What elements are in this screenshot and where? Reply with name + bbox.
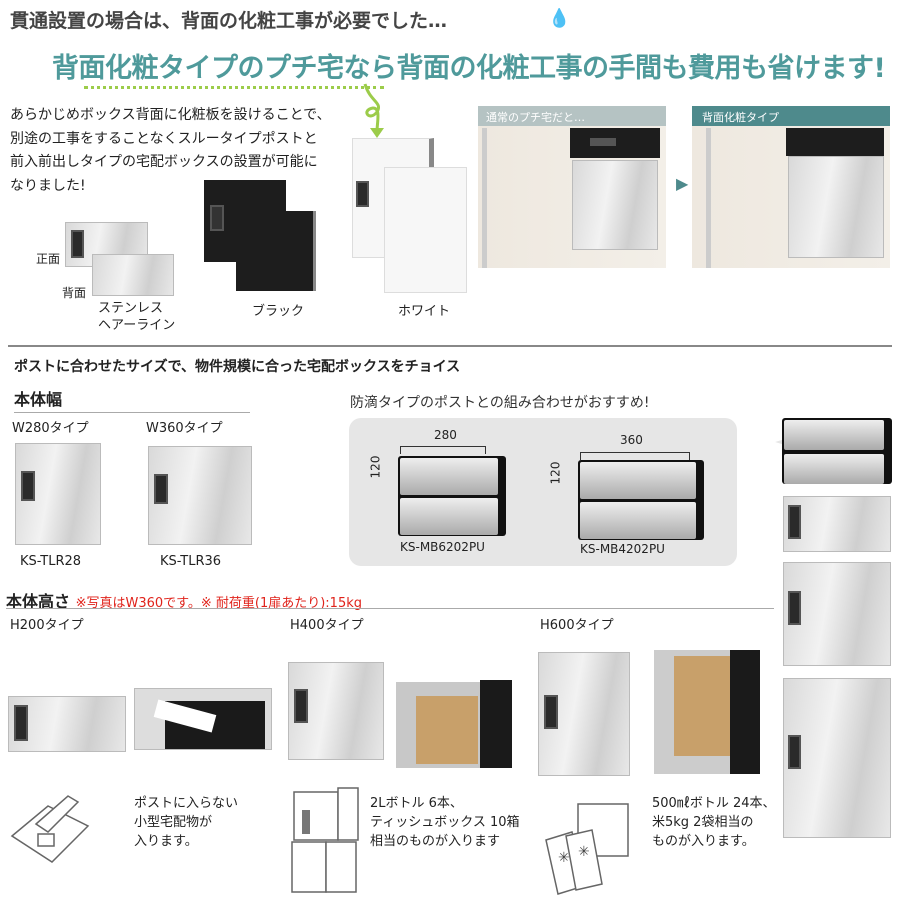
height-heading: 本体高さ ※写真はW360です。※ 耐荷重(1扉あたり):15kg [6, 588, 362, 612]
post-280-model: KS-MB6202PU [400, 540, 485, 554]
photo-h200-open [134, 688, 272, 750]
finish-label-white: ホワイト [398, 304, 451, 319]
box-h600 [538, 652, 630, 776]
height-type-h200: H200タイプ [10, 618, 84, 633]
comparison-back-type-photo: 背面化粧タイプ [692, 106, 890, 268]
stack-post [782, 418, 892, 485]
post-360-height: 120 [548, 461, 563, 485]
stack-box-h400 [783, 562, 891, 666]
wavy-underline [84, 84, 384, 89]
stack-box-h200 [783, 496, 891, 552]
stack-box-h600 [783, 678, 891, 838]
box-h400 [288, 662, 384, 760]
bottles-rice-bags-icon: ✳✳ [545, 803, 629, 895]
model-w280: KS-TLR28 [20, 554, 82, 569]
photo-h400-open [392, 658, 520, 770]
post-kS-mb6202pu [398, 456, 506, 536]
svg-text:✳: ✳ [578, 844, 590, 860]
width-type-280: W280タイプ [12, 421, 89, 436]
post-ks-mb4202pu [578, 460, 704, 540]
back-type-label: 背面化粧タイプ [692, 106, 890, 126]
photo-h600-open [650, 630, 760, 780]
post-280-width: 280 [434, 428, 457, 442]
capacity-h600: 500㎖ボトル 24本、米5kg 2袋相当のものが入ります。 [652, 796, 776, 849]
intro-text: 貫通設置の場合は、背面の化粧工事が必要でした… [10, 10, 448, 32]
section-title: ポストに合わせたサイズで、物件規模に合った宅配ボックスをチョイス [14, 359, 461, 375]
capacity-h400: 2Lボトル 6本、ティッシュボックス 10箱相当のものが入ります [370, 796, 520, 849]
height-heading-text: 本体高さ [6, 592, 71, 611]
box-w360 [148, 446, 252, 545]
height-divider [6, 608, 774, 609]
finish-label-black: ブラック [252, 304, 305, 319]
box-h200 [8, 696, 126, 752]
box-w280 [15, 443, 101, 545]
finish-label-stainless: ステンレスヘアーライン [98, 301, 176, 333]
headline: 背面化粧タイプのプチ宅なら背面の化粧工事の手間も費用も省けます! [52, 53, 886, 84]
comparison-normal-photo: 通常のプチ宅だと… [478, 106, 666, 268]
bottles-tissue-box-icon [291, 787, 359, 893]
front-label: 正面 [36, 252, 61, 266]
width-heading: 本体幅 [14, 390, 63, 409]
description-line: あらかじめボックス背面に化粧板を設けることで、 [10, 107, 331, 123]
width-type-360: W360タイプ [146, 421, 223, 436]
stainless-box-back [92, 254, 174, 296]
divider [8, 345, 892, 347]
description-line: 別途の工事をすることなくスルータイプポストと [10, 130, 318, 147]
description-line: 前入前出しタイプの宅配ボックスの設置が可能に [10, 154, 318, 170]
white-box-back [384, 167, 467, 293]
post-360-width: 360 [620, 433, 643, 447]
normal-label: 通常のプチ宅だと… [478, 106, 666, 126]
height-note: ※写真はW360です。※ 耐荷重(1扉あたり):15kg [75, 596, 362, 611]
small-parcel-icon [10, 795, 90, 863]
height-type-h600: H600タイプ [540, 618, 614, 633]
post-360-width-bracket [580, 452, 690, 460]
capacity-h200: ポストに入らない小型宅配物が入ります。 [134, 796, 239, 849]
post-280-width-bracket [400, 446, 486, 454]
black-box-back [236, 211, 316, 291]
description-line: なりました! [10, 177, 86, 194]
description: あらかじめボックス背面に化粧板を設けることで、 別途の工事をすることなくスルータ… [10, 104, 331, 198]
recommend-title: 防滴タイプのポストとの組み合わせがおすすめ! [350, 395, 650, 411]
height-type-h400: H400タイプ [290, 618, 364, 633]
width-divider [14, 412, 250, 413]
model-w360: KS-TLR36 [160, 554, 222, 569]
arrow-right-icon: ▶ [676, 174, 689, 193]
svg-text:✳: ✳ [558, 850, 570, 866]
post-280-height: 120 [368, 455, 383, 479]
curly-arrow-icon [363, 83, 384, 138]
back-label: 背面 [62, 286, 87, 300]
drop-icon: 💧 [548, 8, 571, 29]
post-360-model: KS-MB4202PU [580, 542, 665, 556]
